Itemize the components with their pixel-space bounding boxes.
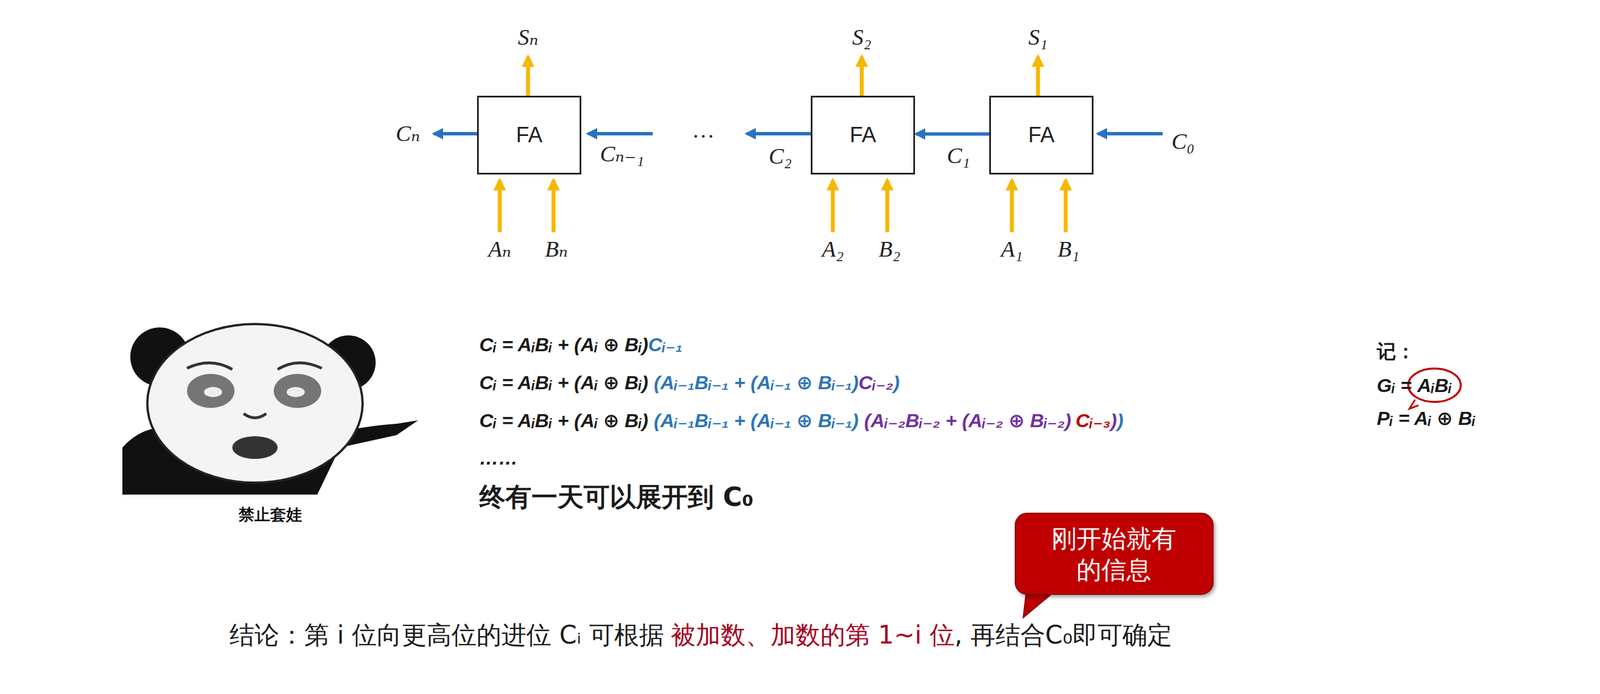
formula-part: Cᵢ₋₁ [648, 333, 683, 356]
ellipsis: … [693, 117, 714, 144]
note-text: 被加数、加数的第 1~i 位 [670, 618, 955, 653]
signal-name: C₀ [1171, 128, 1195, 155]
signal-name: A₂ [822, 236, 844, 263]
formula-part: Cᵢ₋₂ [858, 371, 893, 394]
formula-part: ) [893, 371, 900, 394]
signal-name: S₂ [852, 24, 872, 51]
note-text: 记： [1376, 338, 1416, 365]
signal-name: B₂ [878, 236, 901, 263]
formula-row: Cᵢ = AᵢBᵢ + (Aᵢ ⊕ Bᵢ)Cᵢ₋₁ [479, 333, 683, 356]
signal-name: Cₙ [396, 120, 421, 147]
formula-row: …… [479, 447, 518, 470]
formula-part: Gᵢ = [1376, 374, 1412, 397]
formula-part: …… [479, 447, 518, 470]
formula-row: 结论：第 i 位向更高位的进位 Cᵢ 可根据被加数、加数的第 1~i 位, 再结… [229, 618, 1173, 653]
formula-part: ) [1110, 409, 1117, 432]
signal-name: B₁ [1057, 236, 1080, 263]
box-label: FA [1028, 121, 1055, 150]
signal-name: S₁ [1028, 24, 1048, 51]
sum-arrow [528, 56, 1038, 96]
formula-row: Gᵢ =AᵢBᵢ [1376, 374, 1452, 397]
note-text: 终有一天可以展开到 C₀ [479, 479, 754, 516]
formula-row: 记： [1376, 338, 1416, 365]
note-text: 结论：第 i 位向更高位的进位 Cᵢ 可根据 [229, 618, 665, 653]
formula-part: Cᵢ = AᵢBᵢ + (Aᵢ ⊕ Bᵢ) [479, 371, 649, 394]
formula-part: (Aᵢ₋₂Bᵢ₋₂ + (Aᵢ₋₂ ⊕ Bᵢ₋₂) [864, 409, 1071, 432]
formula-part: AᵢBᵢ [1417, 374, 1453, 397]
meme-caption: 禁止套娃 [238, 505, 302, 525]
formula-row: 终有一天可以展开到 C₀ [479, 479, 754, 516]
full-adder-box: FA [989, 95, 1094, 175]
panda-meme [122, 324, 419, 495]
formula-part: ) [1116, 409, 1123, 432]
signal-name: Aₙ [488, 236, 512, 263]
formula-part: (Aᵢ₋₁Bᵢ₋₁ + (Aᵢ₋₁ ⊕ Bᵢ₋₁) [653, 409, 859, 432]
formula-part: Cᵢ₋₃ [1075, 409, 1112, 432]
formula-part: Pᵢ = Aᵢ ⊕ Bᵢ [1376, 406, 1476, 430]
carry-label: C₁ [946, 142, 970, 169]
signal-name: Sₙ [517, 24, 539, 51]
note-text: , 再结合C₀即可确定 [954, 618, 1173, 653]
input-arrow [499, 180, 1066, 233]
formula-part: Cᵢ = AᵢBᵢ + (Aᵢ ⊕ Bᵢ) [479, 333, 649, 356]
formula-part: (Aᵢ₋₁Bᵢ₋₁ + (Aᵢ₋₁ ⊕ Bᵢ₋₁) [653, 371, 859, 394]
box-label: FA [516, 121, 543, 150]
signal-name: Bₙ [545, 236, 569, 263]
full-adder-box: FA [810, 95, 916, 175]
formula-row: Cᵢ = AᵢBᵢ + (Aᵢ ⊕ Bᵢ)(Aᵢ₋₁Bᵢ₋₁ + (Aᵢ₋₁ ⊕… [479, 409, 1124, 432]
formula-row: Cᵢ = AᵢBᵢ + (Aᵢ ⊕ Bᵢ)(Aᵢ₋₁Bᵢ₋₁ + (Aᵢ₋₁ ⊕… [479, 371, 900, 394]
signal-name: Cₙ₋₁ [600, 141, 645, 168]
formula-row: Pᵢ = Aᵢ ⊕ Bᵢ [1376, 406, 1476, 430]
callout-text: 刚开始就有 的信息 [1049, 522, 1180, 586]
signal-name: C₂ [768, 143, 793, 170]
highlight-circle [1408, 368, 1462, 403]
signal-name: A₁ [1001, 236, 1023, 263]
formula-part: Cᵢ = AᵢBᵢ + (Aᵢ ⊕ Bᵢ) [479, 409, 649, 432]
box-label: FA [849, 121, 876, 150]
carry-connector [916, 132, 990, 136]
full-adder-box: FA [477, 95, 582, 175]
callout-box: 刚开始就有 的信息 [1014, 512, 1214, 595]
